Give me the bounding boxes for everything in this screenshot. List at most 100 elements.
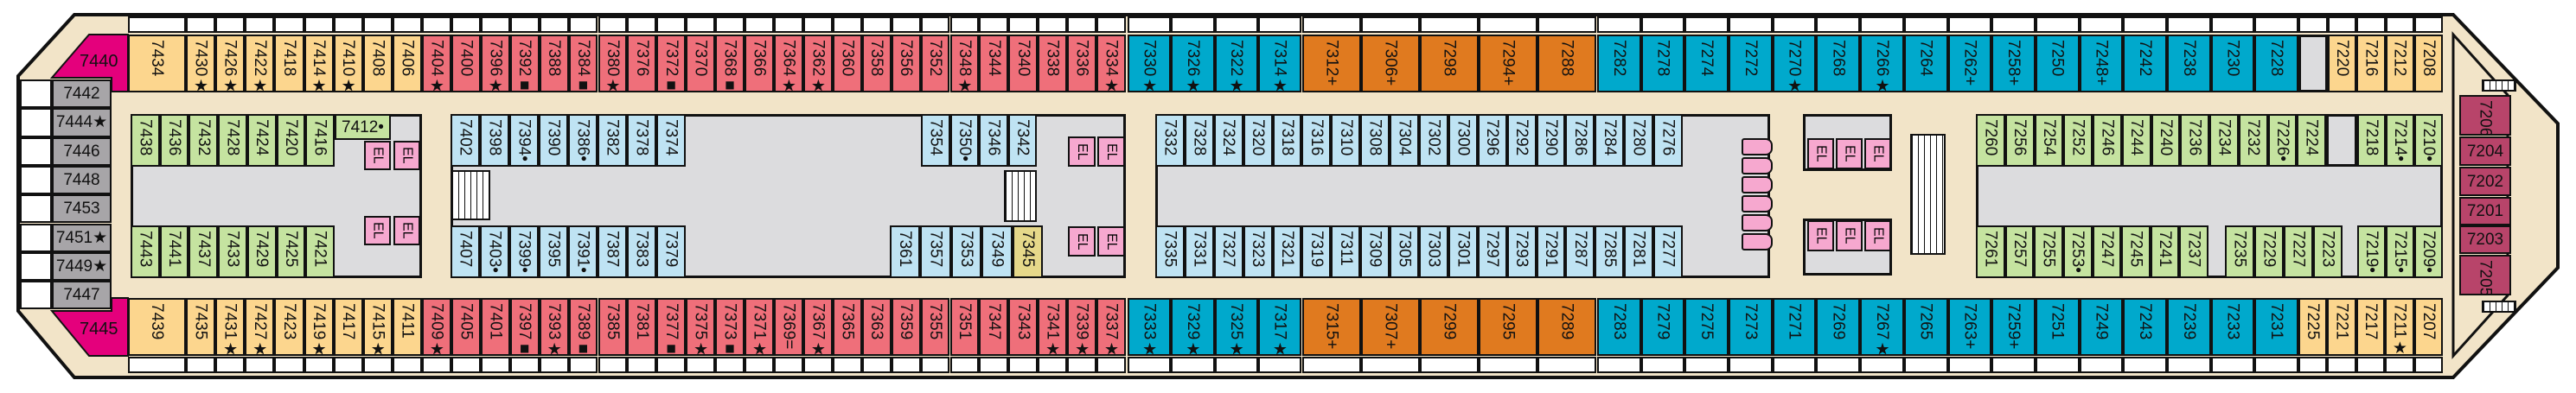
cabin-7444[interactable]: 7444★: [52, 108, 112, 137]
suite-7445[interactable]: 7445: [80, 320, 118, 339]
cabin-7293[interactable]: 7293: [1506, 225, 1537, 278]
cabin-7310[interactable]: 7310: [1331, 114, 1361, 167]
cabin-7423[interactable]: 7423: [274, 298, 304, 356]
cabin-7322[interactable]: 7322★: [1214, 35, 1258, 92]
cabin-7360[interactable]: 7360: [832, 35, 862, 92]
cabin-7205[interactable]: 7205: [2459, 255, 2511, 295]
cabin-7410[interactable]: 7410★: [333, 35, 363, 92]
cabin-7398[interactable]: 7398: [480, 114, 509, 167]
cabin-7390[interactable]: 7390: [539, 114, 568, 167]
cabin-7359[interactable]: 7359: [891, 298, 921, 356]
cabin-7288[interactable]: 7288: [1537, 35, 1596, 92]
cabin-7386[interactable]: 7386•: [568, 114, 598, 167]
cabin-7284[interactable]: 7284: [1595, 114, 1625, 167]
cabin-7209[interactable]: 7209•: [2414, 225, 2443, 278]
cabin-7238[interactable]: 7238: [2166, 35, 2211, 92]
cabin-7283[interactable]: 7283: [1597, 298, 1641, 356]
cabin-7323[interactable]: 7323: [1243, 225, 1273, 278]
cabin-7267[interactable]: 7267★: [1860, 298, 1904, 356]
cabin-7318[interactable]: 7318: [1272, 114, 1302, 167]
cabin-7268[interactable]: 7268: [1816, 35, 1861, 92]
cabin-7383[interactable]: 7383: [627, 225, 656, 278]
cabin-7351[interactable]: 7351: [949, 298, 980, 356]
cabin-7389[interactable]: 7389■: [568, 298, 598, 356]
cabin-7303[interactable]: 7303: [1419, 225, 1448, 278]
cabin-7204[interactable]: 7204: [2459, 136, 2511, 166]
cabin-7298[interactable]: 7298: [1420, 35, 1479, 92]
cabin-7245[interactable]: 7245: [2121, 225, 2151, 278]
cabin-7235[interactable]: 7235: [2225, 225, 2254, 278]
cabin-7241[interactable]: 7241: [2150, 225, 2180, 278]
cabin-7244[interactable]: 7244: [2121, 114, 2151, 167]
cabin-7393[interactable]: 7393★: [539, 298, 569, 356]
cabin-7230[interactable]: 7230: [2210, 35, 2255, 92]
cabin-7214[interactable]: 7214•: [2386, 114, 2414, 167]
cabin-7421[interactable]: 7421: [305, 225, 335, 278]
cabin-7442[interactable]: 7442: [52, 79, 112, 109]
cabin-7416[interactable]: 7416: [305, 114, 335, 167]
cabin-7242[interactable]: 7242: [2123, 35, 2167, 92]
cabin-7208[interactable]: 7208: [2413, 35, 2443, 92]
cabin-7231[interactable]: 7231: [2254, 298, 2298, 356]
cabin-7420[interactable]: 7420: [276, 114, 306, 167]
cabin-7319[interactable]: 7319: [1301, 225, 1332, 278]
cabin-7280[interactable]: 7280: [1624, 114, 1654, 167]
cabin-7253[interactable]: 7253•: [2062, 225, 2093, 278]
cabin-7379[interactable]: 7379: [656, 225, 686, 278]
cabin-7431[interactable]: 7431★: [215, 298, 246, 356]
cabin-7433[interactable]: 7433: [218, 225, 247, 278]
cabin-7256[interactable]: 7256: [2004, 114, 2035, 167]
cabin-7317[interactable]: 7317★: [1257, 298, 1301, 356]
cabin-7369[interactable]: 7369=: [774, 298, 803, 356]
cabin-7328[interactable]: 7328: [1184, 114, 1214, 167]
cabin-7362[interactable]: 7362★: [802, 35, 833, 92]
cabin-7427[interactable]: 7427★: [245, 298, 275, 356]
cabin-7220[interactable]: 7220: [2328, 35, 2357, 92]
cabin-7239[interactable]: 7239: [2166, 298, 2211, 356]
cabin-7428[interactable]: 7428: [218, 114, 247, 167]
cabin-7341[interactable]: 7341★: [1038, 298, 1068, 356]
cabin-7364[interactable]: 7364★: [774, 35, 803, 92]
cabin-7295[interactable]: 7295: [1479, 298, 1537, 356]
cabin-7363[interactable]: 7363: [861, 298, 892, 356]
cabin-7252[interactable]: 7252: [2063, 114, 2093, 167]
cabin-7285[interactable]: 7285: [1595, 225, 1625, 278]
cabin-7411[interactable]: 7411: [392, 298, 422, 356]
cabin-7345[interactable]: 7345: [1012, 225, 1043, 278]
cabin-7407[interactable]: 7407: [451, 225, 480, 278]
cabin-7434[interactable]: 7434: [128, 35, 186, 92]
cabin-7277[interactable]: 7277: [1653, 225, 1683, 278]
cabin-7446[interactable]: 7446: [52, 136, 112, 166]
cabin-7254[interactable]: 7254: [2034, 114, 2064, 167]
cabin-7376[interactable]: 7376: [627, 35, 657, 92]
cabin-7335[interactable]: 7335: [1155, 225, 1185, 278]
cabin-7405[interactable]: 7405: [451, 298, 481, 356]
cabin-7381[interactable]: 7381: [627, 298, 657, 356]
cabin-7436[interactable]: 7436: [159, 114, 189, 167]
cabin-7302[interactable]: 7302: [1419, 114, 1448, 167]
cabin-7203[interactable]: 7203: [2459, 225, 2511, 254]
cabin-7321[interactable]: 7321: [1272, 225, 1302, 278]
cabin-7265[interactable]: 7265: [1903, 298, 1948, 356]
cabin-7276[interactable]: 7276: [1653, 114, 1683, 167]
cabin-7211[interactable]: 7211★: [2385, 298, 2414, 356]
cabin-7324[interactable]: 7324: [1213, 114, 1243, 167]
cabin-7316[interactable]: 7316: [1301, 114, 1332, 167]
cabin-7221[interactable]: 7221: [2327, 298, 2356, 356]
cabin-7394[interactable]: 7394•: [509, 114, 539, 167]
cabin-7353[interactable]: 7353: [950, 225, 982, 278]
cabin-7202[interactable]: 7202: [2459, 167, 2511, 196]
cabin-7441[interactable]: 7441: [159, 225, 189, 278]
cabin-7408[interactable]: 7408: [362, 35, 393, 92]
cabin-7308[interactable]: 7308: [1360, 114, 1390, 167]
cabin-7419[interactable]: 7419★: [304, 298, 334, 356]
cabin-7342[interactable]: 7342: [1007, 114, 1037, 167]
cabin-7403[interactable]: 7403•: [480, 225, 509, 278]
cabin-7294[interactable]: 7294+: [1479, 35, 1537, 92]
cabin-7292[interactable]: 7292: [1506, 114, 1537, 167]
cabin-7240[interactable]: 7240: [2151, 114, 2181, 167]
suite-7440[interactable]: 7440: [80, 52, 118, 71]
cabin-7453[interactable]: 7453: [52, 194, 112, 224]
cabin-7367[interactable]: 7367★: [802, 298, 833, 356]
cabin-7447[interactable]: 7447: [52, 281, 112, 310]
